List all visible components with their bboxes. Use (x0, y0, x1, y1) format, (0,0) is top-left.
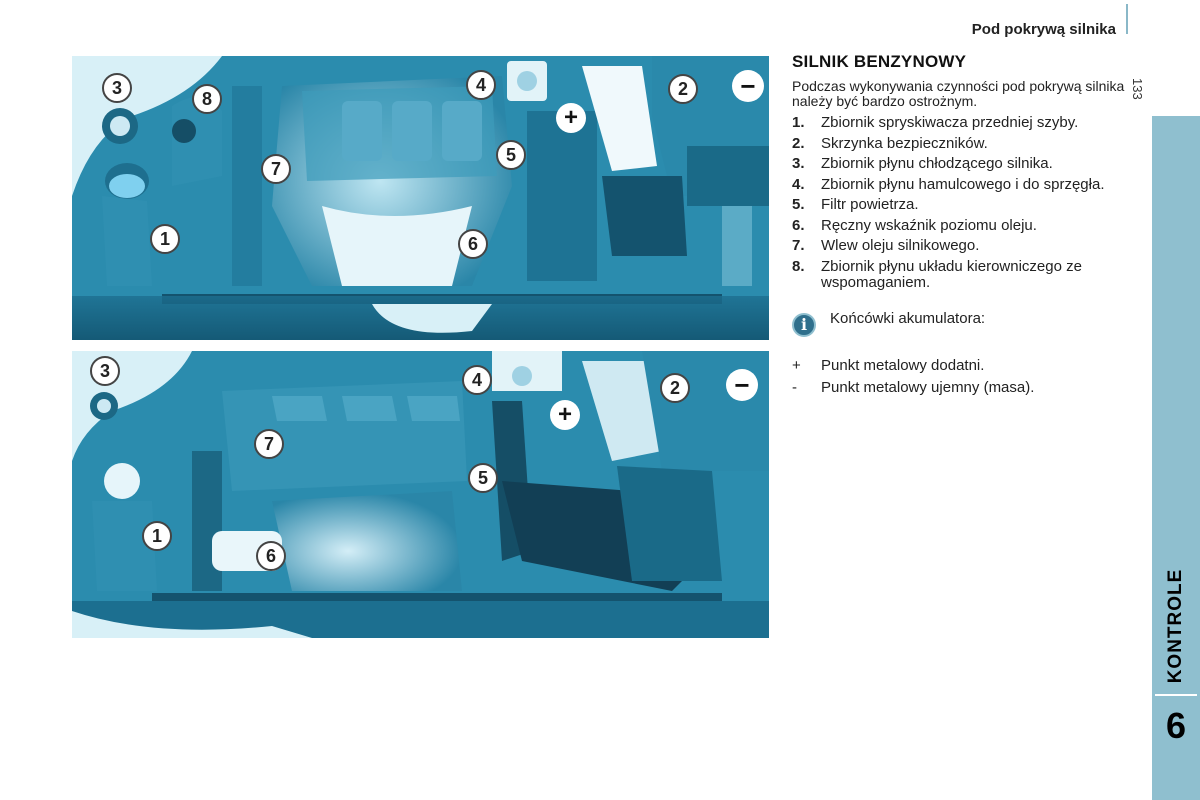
legend-item: 3.Zbiornik płynu chłodzącego silnika. (792, 155, 1053, 172)
terminal-list: +Punkt metalowy dodatni. -Punkt metalowy… (792, 357, 1132, 397)
info-icon: i (792, 312, 816, 337)
legend-item: 7.Wlew oleju silnikowego. (792, 237, 980, 254)
engine-illustration-bottom: 3 4 2 7 5 1 6 + − (72, 351, 769, 638)
chapter-tab-label: KONTROLE (1165, 568, 1186, 684)
battery-minus-icon: − (732, 70, 764, 102)
terminal-item-positive: +Punkt metalowy dodatni. (792, 356, 985, 374)
chapter-tab-divider (1155, 694, 1197, 696)
callout-5: 5 (496, 140, 526, 170)
battery-plus-icon: + (556, 103, 586, 133)
callout-1: 1 (150, 224, 180, 254)
legend-item: 8.Zbiornik płynu układu kierowniczego ze… (792, 257, 1082, 291)
callout-7: 7 (254, 429, 284, 459)
engine-illustration-top: 3 8 4 2 7 5 1 6 + − (72, 56, 769, 340)
battery-plus-icon: + (550, 400, 580, 430)
legend-item: 4.Zbiornik płynu hamulcowego i do sprzęg… (792, 175, 1105, 193)
callout-4: 4 (462, 365, 492, 395)
legend-item: 2.Skrzynka bezpieczników. (792, 134, 988, 152)
legend-item: 1.Zbiornik spryskiwacza przedniej szyby. (792, 114, 1079, 131)
chapter-tab (1152, 116, 1200, 800)
battery-info-title: Końcówki akumulatora: (830, 309, 986, 327)
callout-6: 6 (458, 229, 488, 259)
page-number: 133 (1130, 78, 1145, 100)
callout-7: 7 (261, 154, 291, 184)
callout-8: 8 (192, 84, 222, 114)
header-rule (1126, 4, 1128, 34)
chapter-number: 6 (1165, 705, 1187, 746)
callout-1: 1 (142, 521, 172, 551)
legend-item: 5.Filtr powietrza. (792, 196, 919, 213)
running-header: Pod pokrywą silnika (971, 21, 1116, 38)
callout-6: 6 (256, 541, 286, 571)
battery-minus-icon: − (726, 369, 758, 401)
callout-3: 3 (102, 73, 132, 103)
intro-paragraph: Podczas wykonywania czynności pod pokryw… (792, 78, 1125, 109)
callout-4: 4 (466, 70, 496, 100)
callout-3: 3 (90, 356, 120, 386)
section-heading: SILNIK BENZYNOWY (792, 52, 967, 71)
callout-2: 2 (660, 373, 690, 403)
callout-2: 2 (668, 74, 698, 104)
legend-item: 6.Ręczny wskaźnik poziomu oleju. (792, 216, 1037, 234)
callout-5: 5 (468, 463, 498, 493)
battery-info: i Końcówki akumulatora: (792, 310, 1132, 337)
text-column: SILNIK BENZYNOWY Podczas wykonywania czy… (792, 52, 1132, 401)
component-legend: 1.Zbiornik spryskiwacza przedniej szyby.… (792, 114, 1132, 292)
terminal-item-negative: -Punkt metalowy ujemny (masa). (792, 378, 1035, 396)
